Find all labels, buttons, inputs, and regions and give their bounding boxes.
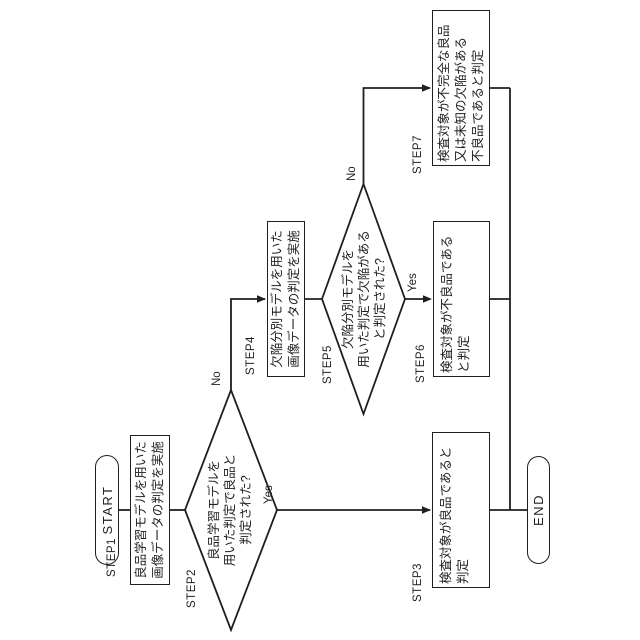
start-label: START <box>99 485 115 535</box>
step6-process-box: 検査対象が不良品である と判定 <box>433 221 490 377</box>
step2-text-line: 判定された? <box>239 475 253 545</box>
step3-process-box: 検査対象が良品であると 判定 <box>432 432 490 588</box>
step7-id-label: STEP7 <box>412 135 424 174</box>
step6-text-line: 検査対象が不良品である <box>440 235 454 373</box>
step4-text-line: 欠陥分別モデルを用いた <box>270 230 284 368</box>
step3-id-label: STEP3 <box>412 563 424 602</box>
step2-id-label: STEP2 <box>186 569 198 608</box>
step7-process-box: 検査対象が不完全な良品 又は未知の欠陥がある 不良品であると判定 <box>432 10 490 166</box>
step3-text-line: 検査対象が良品であると <box>439 446 453 584</box>
step7-text-line: 検査対象が不完全な良品 <box>437 24 451 162</box>
step1-id-label: STEP1 <box>106 538 118 577</box>
step5-text-line: 欠陥分別モデルを <box>341 249 355 350</box>
step4-id-label: STEP4 <box>245 336 257 375</box>
step1-text-line: 良品学習モデルを用いた <box>134 441 148 579</box>
arrowhead-into-step3 <box>422 506 431 514</box>
step2-no-label: No <box>211 371 223 386</box>
step5-yes-label: Yes <box>407 273 419 292</box>
step4-process-box: 欠陥分別モデルを用いた 画像データの判定を実施 <box>267 221 305 377</box>
step3-text-line: 判定 <box>456 558 470 584</box>
edge-step5-no <box>362 87 430 184</box>
step6-id-label: STEP6 <box>415 344 427 383</box>
step1-process-box: 良品学習モデルを用いた 画像データの判定を実施 <box>130 435 170 585</box>
step4-text-line: 画像データの判定を実施 <box>287 230 301 368</box>
step2-text-line: 良品学習モデルを <box>207 460 221 561</box>
step5-decision-text: 欠陥分別モデルを 用いた判定で欠陥がある と判定された? <box>340 184 388 414</box>
step2-decision-text: 良品学習モデルを 用いた判定で良品と 判定された? <box>206 390 254 630</box>
step5-id-label: STEP5 <box>322 345 334 384</box>
end-label: END <box>531 494 546 526</box>
step7-text-line: 不良品であると判定 <box>471 49 485 162</box>
step2-text-line: 用いた判定で良品と <box>223 453 237 567</box>
step2-yes-label: Yes <box>263 485 275 504</box>
edge-step2-no <box>230 298 265 390</box>
step1-text-line: 画像データの判定を実施 <box>151 441 165 579</box>
step6-text-line: と判定 <box>457 335 471 373</box>
arrowhead-into-step7 <box>422 84 431 92</box>
step7-text-line: 又は未知の欠陥がある <box>454 36 468 162</box>
end-terminal: END <box>527 456 550 564</box>
step5-text-line: と判定された? <box>373 258 387 340</box>
step5-no-label: No <box>346 166 358 181</box>
arrowhead-into-step6 <box>423 295 432 303</box>
arrowhead-into-step4 <box>257 295 266 303</box>
step5-text-line: 用いた判定で欠陥がある <box>357 230 371 368</box>
